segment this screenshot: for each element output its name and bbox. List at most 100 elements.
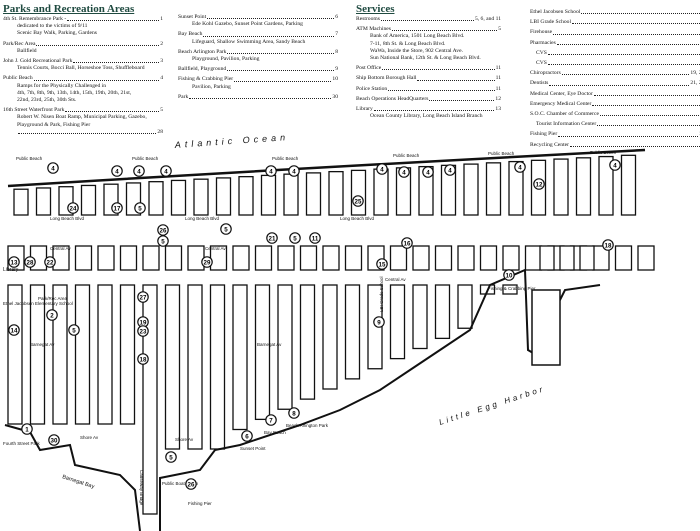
map-marker[interactable]: 2 <box>46 309 58 321</box>
legend-entry-detail: 22nd, 23rd, 25th, 30th Sts. <box>17 97 77 104</box>
map-marker[interactable]: 6 <box>241 430 253 442</box>
legend-entry-name: Restrooms <box>356 16 380 22</box>
map-marker[interactable]: 29 <box>201 256 213 268</box>
legend-entry-number: 9 <box>335 66 338 73</box>
legend-entry-number: 1 <box>160 16 163 22</box>
map-marker[interactable]: 5 <box>289 232 301 244</box>
map-marker[interactable]: 4 <box>133 165 145 177</box>
legend-entry-name: Emergency Medical Center <box>530 100 592 107</box>
city-block <box>373 168 389 216</box>
map-marker[interactable]: 26 <box>185 478 197 490</box>
street-label: Central Av <box>385 277 406 282</box>
map-marker[interactable]: 10 <box>503 269 515 281</box>
map-marker[interactable]: 28 <box>24 256 36 268</box>
map-marker[interactable]: 4 <box>160 165 172 177</box>
legend-entry-detail: Ramps for the Physically Challenged in <box>17 82 107 89</box>
map-marker[interactable]: 24 <box>67 202 79 214</box>
public-beach-label: Public Beach <box>16 156 43 161</box>
map-marker[interactable]: 9 <box>373 316 385 328</box>
map-marker[interactable]: 5 <box>165 451 177 463</box>
library-label: Library <box>3 267 19 273</box>
street-label: Long Beach Blvd <box>50 216 85 221</box>
map-marker[interactable]: 4 <box>398 166 410 178</box>
map-marker[interactable]: 4 <box>422 166 434 178</box>
marker-circle <box>48 434 60 446</box>
map-marker[interactable]: 25 <box>352 195 364 207</box>
city-block <box>74 284 91 425</box>
map-marker[interactable]: 14 <box>8 324 20 336</box>
city-block <box>457 245 475 271</box>
map-marker[interactable]: 21 <box>266 232 278 244</box>
city-block <box>305 172 322 216</box>
map-marker[interactable]: 4 <box>111 165 123 177</box>
map-marker[interactable]: 22 <box>44 256 56 268</box>
legend-entry: Medical Center, Eye Doctor2 <box>530 91 700 98</box>
map-marker[interactable]: 11 <box>309 232 321 244</box>
map-marker[interactable]: 27 <box>137 291 149 303</box>
leader-dots <box>227 66 335 72</box>
map-marker[interactable]: 4 <box>47 162 59 174</box>
map-marker[interactable]: 4 <box>609 159 621 171</box>
map-marker[interactable]: 4 <box>444 164 456 176</box>
map-marker[interactable]: 30 <box>48 434 60 446</box>
legend-entry-name: Firehouse <box>530 29 553 36</box>
legend-entry-detail: Playground, Pavilion, Parking <box>192 56 260 63</box>
legend-entry-name: ATM Machines <box>356 26 391 33</box>
lbi-school-label: LBI Grade School <box>379 276 384 312</box>
leader-dots <box>36 41 160 46</box>
map-marker[interactable]: 7 <box>265 414 277 426</box>
parks-legend: Parks and Recreation Areas 4th St. Remem… <box>3 3 163 139</box>
map-marker[interactable]: 17 <box>111 202 123 214</box>
marker-number: 25 <box>355 198 362 205</box>
leader-dots <box>388 86 495 91</box>
map-marker[interactable]: 5 <box>134 202 146 214</box>
city-block <box>7 284 23 425</box>
marker-number: 4 <box>426 169 430 176</box>
legend-entry-number: 11 <box>495 85 501 92</box>
map-marker[interactable]: 16 <box>401 237 413 249</box>
legend-entry-number: 5 <box>498 26 501 33</box>
city-block <box>412 284 428 350</box>
map-marker[interactable]: 18 <box>602 239 614 251</box>
map-marker[interactable]: 4 <box>514 161 526 173</box>
map-marker[interactable]: 4 <box>265 165 277 177</box>
city-block <box>463 163 479 216</box>
map-marker[interactable]: 8 <box>288 407 300 419</box>
city-block <box>553 158 569 216</box>
city-block <box>187 284 203 450</box>
legend-entry-number: 19, 20, 2 <box>690 70 700 77</box>
legend-entry: Emergency Medical Center2 <box>530 101 700 108</box>
map-marker[interactable]: 26 <box>157 224 169 236</box>
marker-number: 4 <box>164 168 168 175</box>
map-marker[interactable]: 23 <box>137 325 149 337</box>
map-marker[interactable]: 18 <box>137 353 149 365</box>
legend-entry: CVS1 <box>530 50 700 57</box>
map-marker[interactable]: 13 <box>8 256 20 268</box>
public-beach-label: Public Beach <box>272 156 299 161</box>
marker-number: 5 <box>72 327 76 334</box>
city-block <box>434 284 451 340</box>
marker-circle <box>266 232 278 244</box>
city-block <box>52 284 68 425</box>
city-block <box>164 284 181 450</box>
map-marker[interactable]: 5 <box>220 223 232 235</box>
map-marker[interactable]: 5 <box>157 235 169 247</box>
marker-number: 18 <box>140 356 147 363</box>
legend-entry-detail: Ocean County Library, Long Beach Island … <box>370 113 483 120</box>
map-marker[interactable]: 12 <box>533 178 545 190</box>
leader-dots <box>203 31 335 37</box>
ocean-shoreline <box>7 148 646 188</box>
map-marker[interactable]: 15 <box>376 258 388 270</box>
legend-entry-number: 5, 6, and 11 <box>474 16 501 22</box>
map-marker[interactable]: 1 <box>21 423 33 435</box>
legend-entry-name: Library <box>356 106 373 113</box>
map-marker[interactable]: 4 <box>376 163 388 175</box>
city-block <box>457 284 473 329</box>
map-marker[interactable]: 4 <box>288 165 300 177</box>
marker-circle <box>201 256 213 268</box>
map-marker[interactable]: 5 <box>68 324 80 336</box>
